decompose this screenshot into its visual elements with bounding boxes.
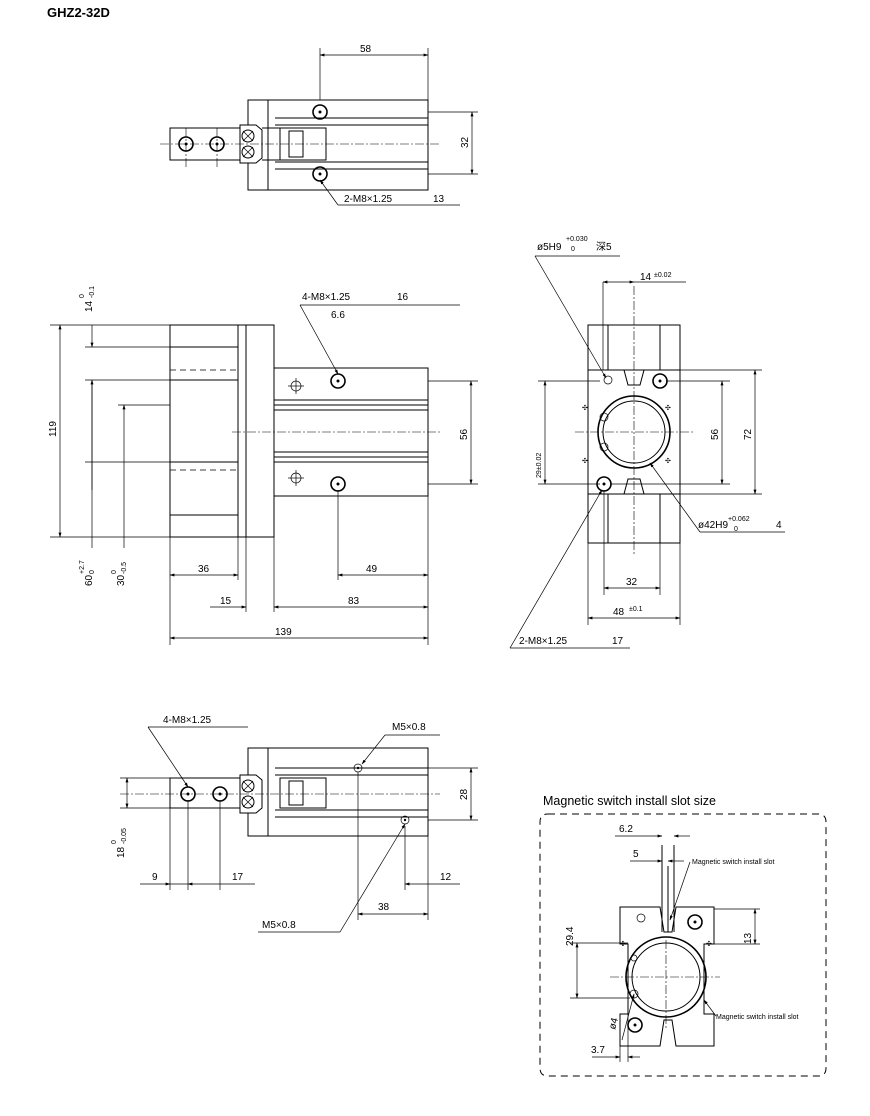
tol-14-sub: -0.1 (89, 286, 96, 298)
dim-15: 15 (220, 596, 232, 607)
bore-label: ø42H9 (698, 520, 728, 531)
side-view: ✣ ✣ ✣ ✣ ø5H9 +0.030 0 深5 14 ±0.02 29±0.0… (509, 236, 785, 649)
bore-sub: 0 (734, 526, 738, 533)
dim-38: 38 (378, 902, 390, 913)
dim-3-7: 3.7 (591, 1045, 605, 1056)
port-bottom: M5×0.8 (262, 920, 296, 931)
pin-hole-sup: +0.030 (566, 236, 588, 243)
pin-hole-label: ø5H9 (537, 242, 562, 253)
bottom-view: 4-M8×1.25 M5×0.8 28 18 0 -0.05 9 17 12 3… (111, 715, 478, 933)
dim-32-side: 32 (626, 577, 638, 588)
dim-5: 5 (633, 849, 639, 860)
svg-text:✣: ✣ (665, 457, 671, 465)
svg-text:✣: ✣ (706, 940, 712, 948)
dim-28: 28 (459, 788, 470, 800)
switch-slot-detail: Magnetic switch install slot size ✣ ✣ 6.… (539, 794, 827, 1077)
tol-60: 60 (84, 574, 95, 586)
dim-9: 9 (152, 872, 158, 883)
tol-30-sub: -0.5 (121, 562, 128, 574)
dim-48: 48 (613, 607, 625, 618)
dim-14-tol: ±0.02 (654, 272, 672, 279)
thread-callout-top: 2-M8×1.25 (344, 194, 393, 205)
thread-callout-side: 2-M8×1.25 (519, 636, 568, 647)
top-view: 58 32 2-M8×1.25 13 (160, 44, 478, 206)
dim-56-front: 56 (459, 428, 470, 440)
slot-label-bottom: Magnetic switch install slot (716, 1014, 799, 1021)
bore-sup: +0.062 (728, 516, 750, 523)
svg-text:✣: ✣ (582, 404, 588, 412)
dim-139: 139 (275, 627, 292, 638)
dim-29: 29±0.02 (536, 453, 543, 478)
dim-17: 17 (232, 872, 244, 883)
svg-text:✣: ✣ (582, 457, 588, 465)
thread-callout-bottom: 4-M8×1.25 (163, 715, 212, 726)
thread-depth-top: 13 (433, 194, 445, 205)
dim-48-tol: ±0.1 (629, 606, 643, 613)
tol-30-sup: 0 (111, 570, 118, 574)
bore-depth: 4 (776, 520, 782, 531)
thread-depth-front: 16 (397, 292, 409, 303)
dim-58: 58 (360, 44, 372, 55)
tol-18-sup: 0 (111, 840, 118, 844)
dim-13: 13 (743, 932, 754, 944)
model-title: GHZ2-32D (47, 5, 110, 20)
thread-depth-side: 17 (612, 636, 624, 647)
thread-callout-front: 4-M8×1.25 (302, 292, 351, 303)
tol-18: 18 (116, 846, 127, 858)
dim-36: 36 (198, 564, 210, 575)
dim-6-2: 6.2 (619, 824, 633, 835)
pin-hole-depth: 深5 (596, 241, 612, 253)
front-view: 4-M8×1.25 16 6.6 56 119 14 0 -0.1 60 +2.… (48, 286, 478, 645)
tol-60-sup: +2.7 (79, 560, 86, 574)
svg-text:✣: ✣ (620, 940, 626, 948)
dim-72: 72 (743, 428, 754, 440)
slot-label-top: Magnetic switch install slot (692, 859, 775, 866)
svg-text:✣: ✣ (665, 404, 671, 412)
dim-phi4: ø4 (607, 1016, 621, 1031)
dim-49: 49 (366, 564, 378, 575)
tol-30: 30 (116, 574, 127, 586)
dim-14-side: 14 (640, 272, 652, 283)
pin-hole-sub: 0 (571, 246, 575, 253)
dim-56-side: 56 (710, 428, 721, 440)
dim-29-4: 29.4 (565, 926, 576, 946)
dim-12: 12 (440, 872, 452, 883)
dim-83: 83 (348, 596, 360, 607)
dim-119: 119 (48, 421, 59, 437)
dim-32: 32 (460, 136, 471, 148)
thread-sub-front: 6.6 (331, 310, 345, 321)
tol-60-sub: 0 (89, 570, 96, 574)
port-top: M5×0.8 (392, 722, 426, 733)
tol-14: 14 (84, 300, 95, 312)
tol-18-sub: -0.05 (121, 828, 128, 844)
switch-slot-title: Magnetic switch install slot size (543, 794, 716, 808)
tol-14-sup: 0 (79, 294, 86, 298)
